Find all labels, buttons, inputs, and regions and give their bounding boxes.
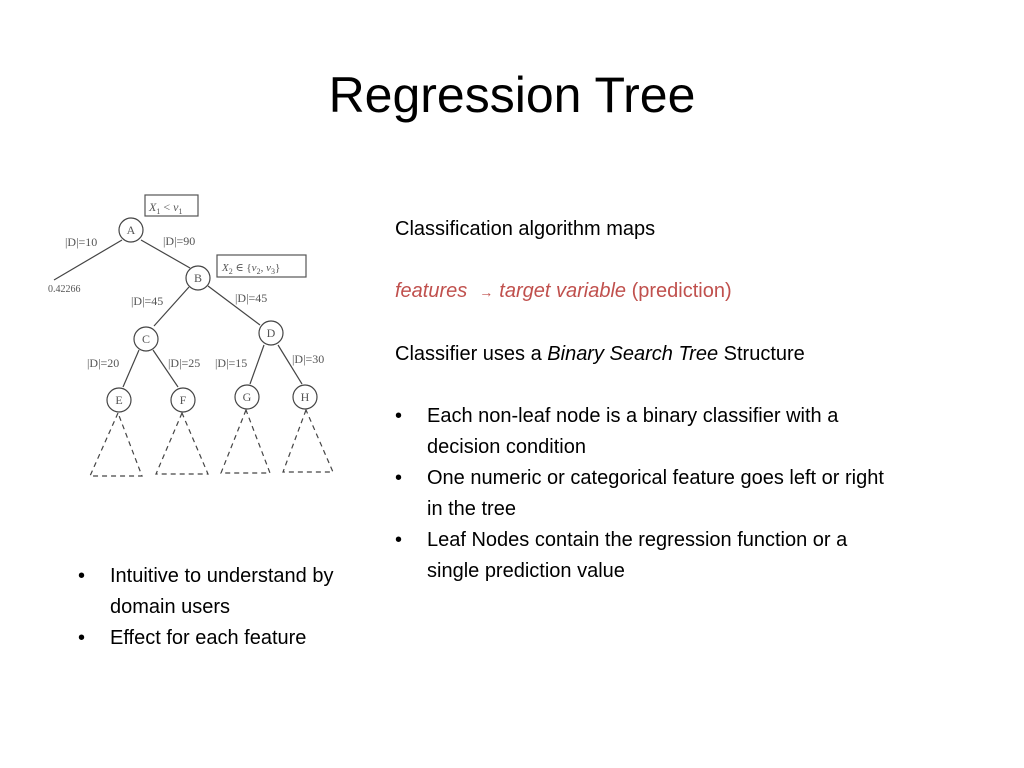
edge-label-a-right: |D|=90 (163, 234, 195, 248)
regression-tree-diagram: A B C D E F G H X1 < v1 X2 ∈ {v2, v3} |D… (48, 194, 334, 477)
structure-suffix: Structure (718, 343, 805, 365)
list-item: Leaf Nodes contain the regression functi… (395, 525, 897, 587)
edge-label-b-right: |D|=45 (235, 291, 267, 305)
list-item: Effect for each feature (78, 623, 368, 654)
mapping-target: target variable (499, 280, 627, 302)
mapping-arrow-icon: → (479, 284, 494, 300)
edge-label-a-left: |D|=10 (65, 235, 97, 249)
tree-node-e (106, 387, 132, 413)
advantages-list: Intuitive to understand by domain users … (78, 561, 368, 654)
description-panel: Classification algorithm maps features → t… (395, 214, 915, 587)
mapping-line: features → target variable (prediction) (395, 276, 915, 308)
tree-node-b (185, 265, 211, 291)
node-label-d: D (267, 326, 276, 340)
edge-label-d-left: |D|=15 (215, 356, 247, 370)
slide-title: Regression Tree (328, 67, 696, 123)
mapping-features: features (395, 280, 468, 302)
condition-label-b: X2 ∈ {v2, v3} (221, 262, 280, 276)
structure-emphasis: Binary Search Tree (547, 343, 719, 365)
condition-label-a: X1 < v1 (148, 200, 182, 216)
leaf-value-label: 0.42266 (48, 284, 81, 295)
tree-node-c (133, 326, 159, 352)
node-label-h: H (301, 390, 310, 404)
node-label-b: B (194, 271, 202, 285)
list-item: One numeric or categorical feature goes … (395, 463, 897, 525)
node-label-g: G (243, 390, 252, 404)
tree-properties-list: Each non-leaf node is a binary classifie… (395, 401, 915, 587)
mapping-suffix: (prediction) (631, 280, 732, 302)
tree-node-a (118, 217, 144, 243)
node-label-a: A (127, 223, 136, 237)
edge-label-c-left: |D|=20 (87, 356, 119, 370)
intro-text: Classification algorithm maps (395, 218, 656, 240)
node-label-f: F (180, 393, 187, 407)
tree-node-g (234, 384, 260, 410)
advantages-panel: Intuitive to understand by domain users … (78, 561, 368, 654)
tree-node-h (292, 384, 318, 410)
edge-label-c-right: |D|=25 (168, 356, 200, 370)
list-item: Each non-leaf node is a binary classifie… (395, 401, 897, 463)
node-label-c: C (142, 332, 150, 346)
structure-prefix: Classifier uses a (395, 343, 548, 365)
tree-node-d (258, 320, 284, 346)
edge-label-d-right: |D|=30 (292, 352, 324, 366)
tree-node-f (170, 387, 196, 413)
structure-line: Classifier uses a Binary Search Tree Str… (395, 339, 915, 370)
list-item: Intuitive to understand by domain users (78, 561, 368, 623)
node-label-e: E (115, 393, 122, 407)
edge-label-b-left: |D|=45 (131, 294, 163, 308)
